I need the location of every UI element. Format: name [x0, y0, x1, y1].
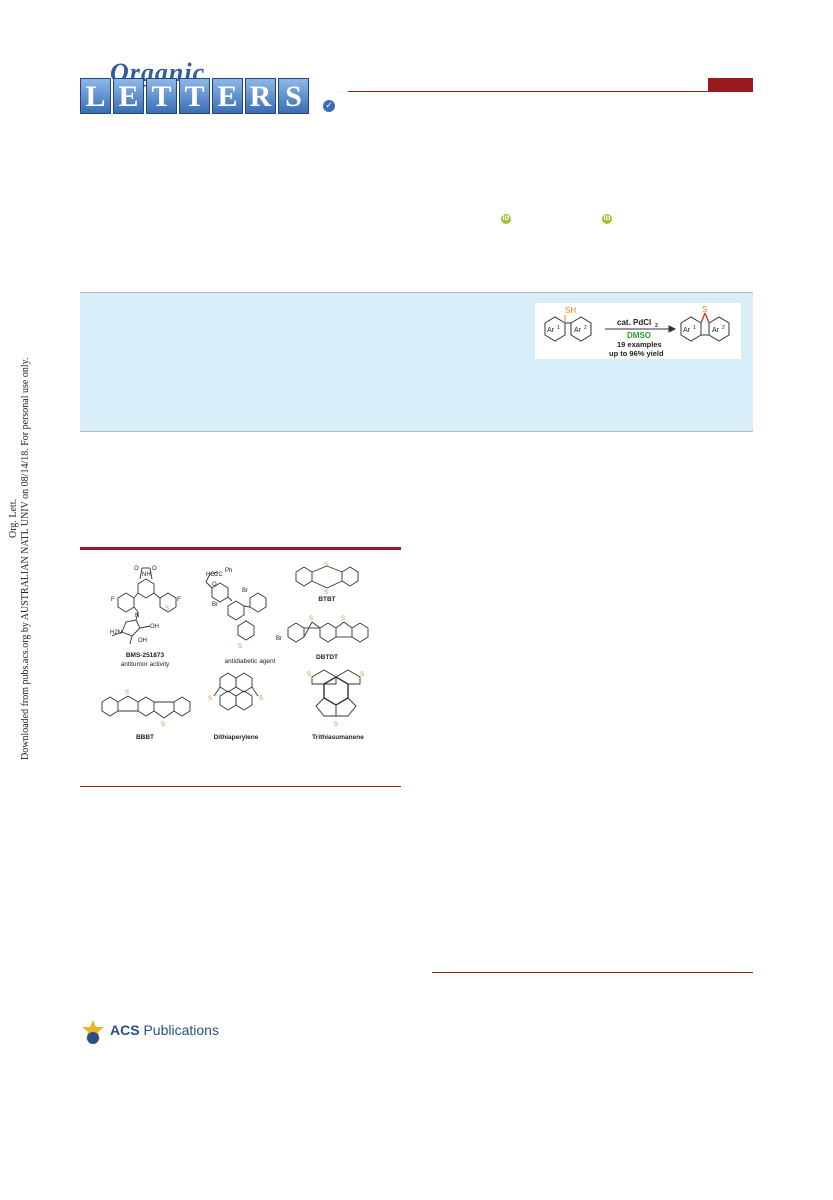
aryl-superscript: 1 — [557, 325, 560, 331]
examples-label: 19 examples — [617, 340, 662, 349]
atom-label: N — [135, 613, 139, 619]
benzene-ring-left — [544, 316, 566, 342]
catalyst-label: cat. PdCl — [617, 318, 651, 327]
aryl-label: Ar — [574, 327, 582, 334]
sulfur-atom: S — [334, 722, 338, 728]
journal-logo: Organic L E T T E R S ✓ — [80, 58, 340, 120]
sidenote-download-info: Downloaded from pubs.acs.org by AUSTRALI… — [20, 357, 31, 760]
sulfur-atom: S — [324, 562, 328, 568]
sulfur-atom: S — [125, 690, 129, 696]
check-icon: ✓ — [323, 100, 335, 112]
solvent-label: DMSO — [627, 331, 651, 340]
atom-label: Br — [242, 588, 248, 594]
logo-letter: S — [278, 78, 309, 114]
atom-label: Br — [212, 602, 218, 608]
molecule-name: DBTDT — [315, 654, 339, 661]
header-rule — [348, 91, 753, 92]
molecule-note: antitumor activity — [120, 661, 170, 668]
acs-emblem-icon — [82, 1020, 104, 1044]
sidenote-journal: Org. Lett. — [8, 499, 19, 538]
logo-letter: T — [146, 78, 177, 114]
aryl-superscript: 2 — [584, 325, 587, 331]
atom-label: OH — [150, 624, 159, 630]
molecule-name: BMS-251873 — [125, 652, 165, 659]
logo-letter: E — [113, 78, 144, 114]
acs-publications-logo: ACS Publications — [80, 1018, 220, 1046]
sulfur-atom: S — [309, 616, 313, 622]
atom-label: F — [177, 597, 181, 603]
toc-reaction-scheme: SH Ar 1 Ar 2 cat. PdCl 2 DMSO 19 example… — [544, 305, 730, 358]
atom-label: OH — [138, 638, 147, 644]
sulfur-atom: S — [360, 672, 364, 678]
sulfur-atom: S — [208, 696, 212, 702]
header-accent-block — [708, 78, 753, 92]
orcid-icon[interactable]: iD — [602, 214, 612, 224]
atom-label: Br — [276, 636, 282, 642]
figure-bottom-rule — [80, 786, 401, 787]
atom-label: O — [212, 582, 217, 588]
atom-label: O — [134, 566, 139, 572]
toc-graphic: SH Ar 1 Ar 2 cat. PdCl 2 DMSO 19 example… — [535, 303, 741, 359]
molecule-name: Trithiasumanene — [312, 734, 364, 741]
figure-top-rule — [80, 547, 401, 550]
yield-label: up to 96% yield — [609, 349, 664, 358]
molecule-name: Dithiaperylene — [213, 734, 259, 741]
atom-label: O — [152, 566, 157, 572]
sulfur-atom: S — [324, 590, 328, 596]
download-sidenote: Org. Lett. Downloaded from pubs.acs.org … — [8, 358, 34, 1200]
aryl-label: Ar — [683, 327, 691, 334]
logo-letter: T — [179, 78, 210, 114]
aryl-label: Ar — [547, 327, 555, 334]
footer-publisher: ACS Publications — [110, 1022, 219, 1038]
sulfur-atom: S — [165, 606, 169, 612]
sulfur-atom: S — [307, 672, 311, 678]
atom-label: F — [111, 597, 115, 603]
footnote-rule — [432, 972, 753, 973]
thiol-label: SH — [565, 306, 576, 315]
aryl-superscript: 2 — [722, 325, 725, 331]
aryl-label: Ar — [712, 327, 720, 334]
catalyst-subscript: 2 — [655, 323, 658, 329]
molecule-name: BBBT — [135, 734, 155, 741]
atom-label: H2N — [110, 630, 122, 636]
sulfur-atom: S — [238, 644, 242, 650]
atom-label: HO2C — [206, 572, 223, 578]
journal-logo-letters: L E T T E R S — [80, 78, 309, 114]
molecule-note: antidiabetic agent — [224, 658, 276, 665]
sulfur-atom: S — [161, 722, 165, 728]
atom-label: Ph — [225, 568, 232, 574]
sulfur-atom: S — [259, 696, 263, 702]
figure-structures: NH O O F F N S OH OH H2N HO2C Ph Br Br B… — [80, 556, 401, 782]
logo-letter: E — [212, 78, 243, 114]
sulfur-atom: S — [702, 305, 707, 314]
aryl-superscript: 1 — [693, 325, 696, 331]
sulfur-atom: S — [341, 616, 345, 622]
logo-letter: R — [245, 78, 276, 114]
molecule-name: BTBT — [318, 596, 336, 603]
structures-drawing: NH O O F F N S OH OH H2N HO2C Ph Br Br B… — [101, 562, 369, 728]
orcid-icon[interactable]: iD — [501, 214, 511, 224]
benzene-ring-right — [570, 316, 592, 342]
logo-letter: L — [80, 78, 111, 114]
atom-label: NH — [142, 572, 151, 578]
